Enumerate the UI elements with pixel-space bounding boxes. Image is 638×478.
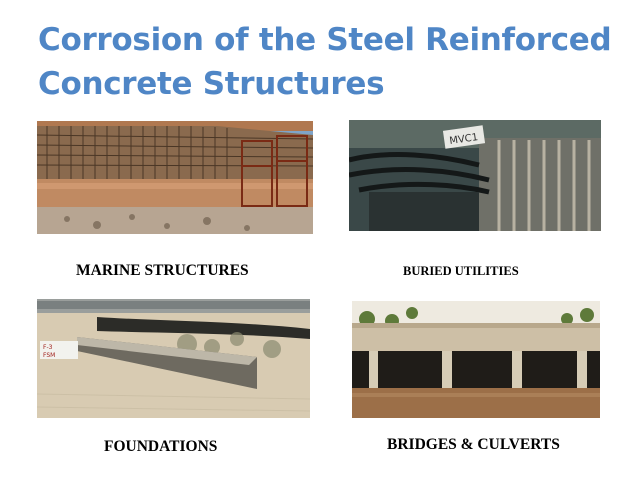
culvert-bridge-photo	[352, 301, 600, 418]
title-line-2: Concrete Structures	[38, 66, 385, 102]
svg-text:F-3: F-3	[43, 344, 53, 351]
caption-foundations: FOUNDATIONS	[104, 438, 218, 455]
slide-title: Corrosion of the Steel Reinforced Concre…	[38, 18, 618, 106]
svg-text:MVC1: MVC1	[449, 132, 479, 147]
caption-marine-structures: MARINE STRUCTURES	[76, 262, 249, 279]
title-line-1: Corrosion of the Steel Reinforced	[38, 22, 612, 58]
foundation-photo: F-3 FSM	[37, 299, 310, 418]
caption-buried-utilities: BURIED UTILITIES	[403, 264, 519, 278]
caption-bridges-culverts: BRIDGES & CULVERTS	[387, 436, 560, 453]
svg-text:FSM: FSM	[43, 352, 55, 359]
marine-structure-photo	[37, 121, 313, 234]
buried-pipe-photo: MVC1	[349, 120, 601, 231]
